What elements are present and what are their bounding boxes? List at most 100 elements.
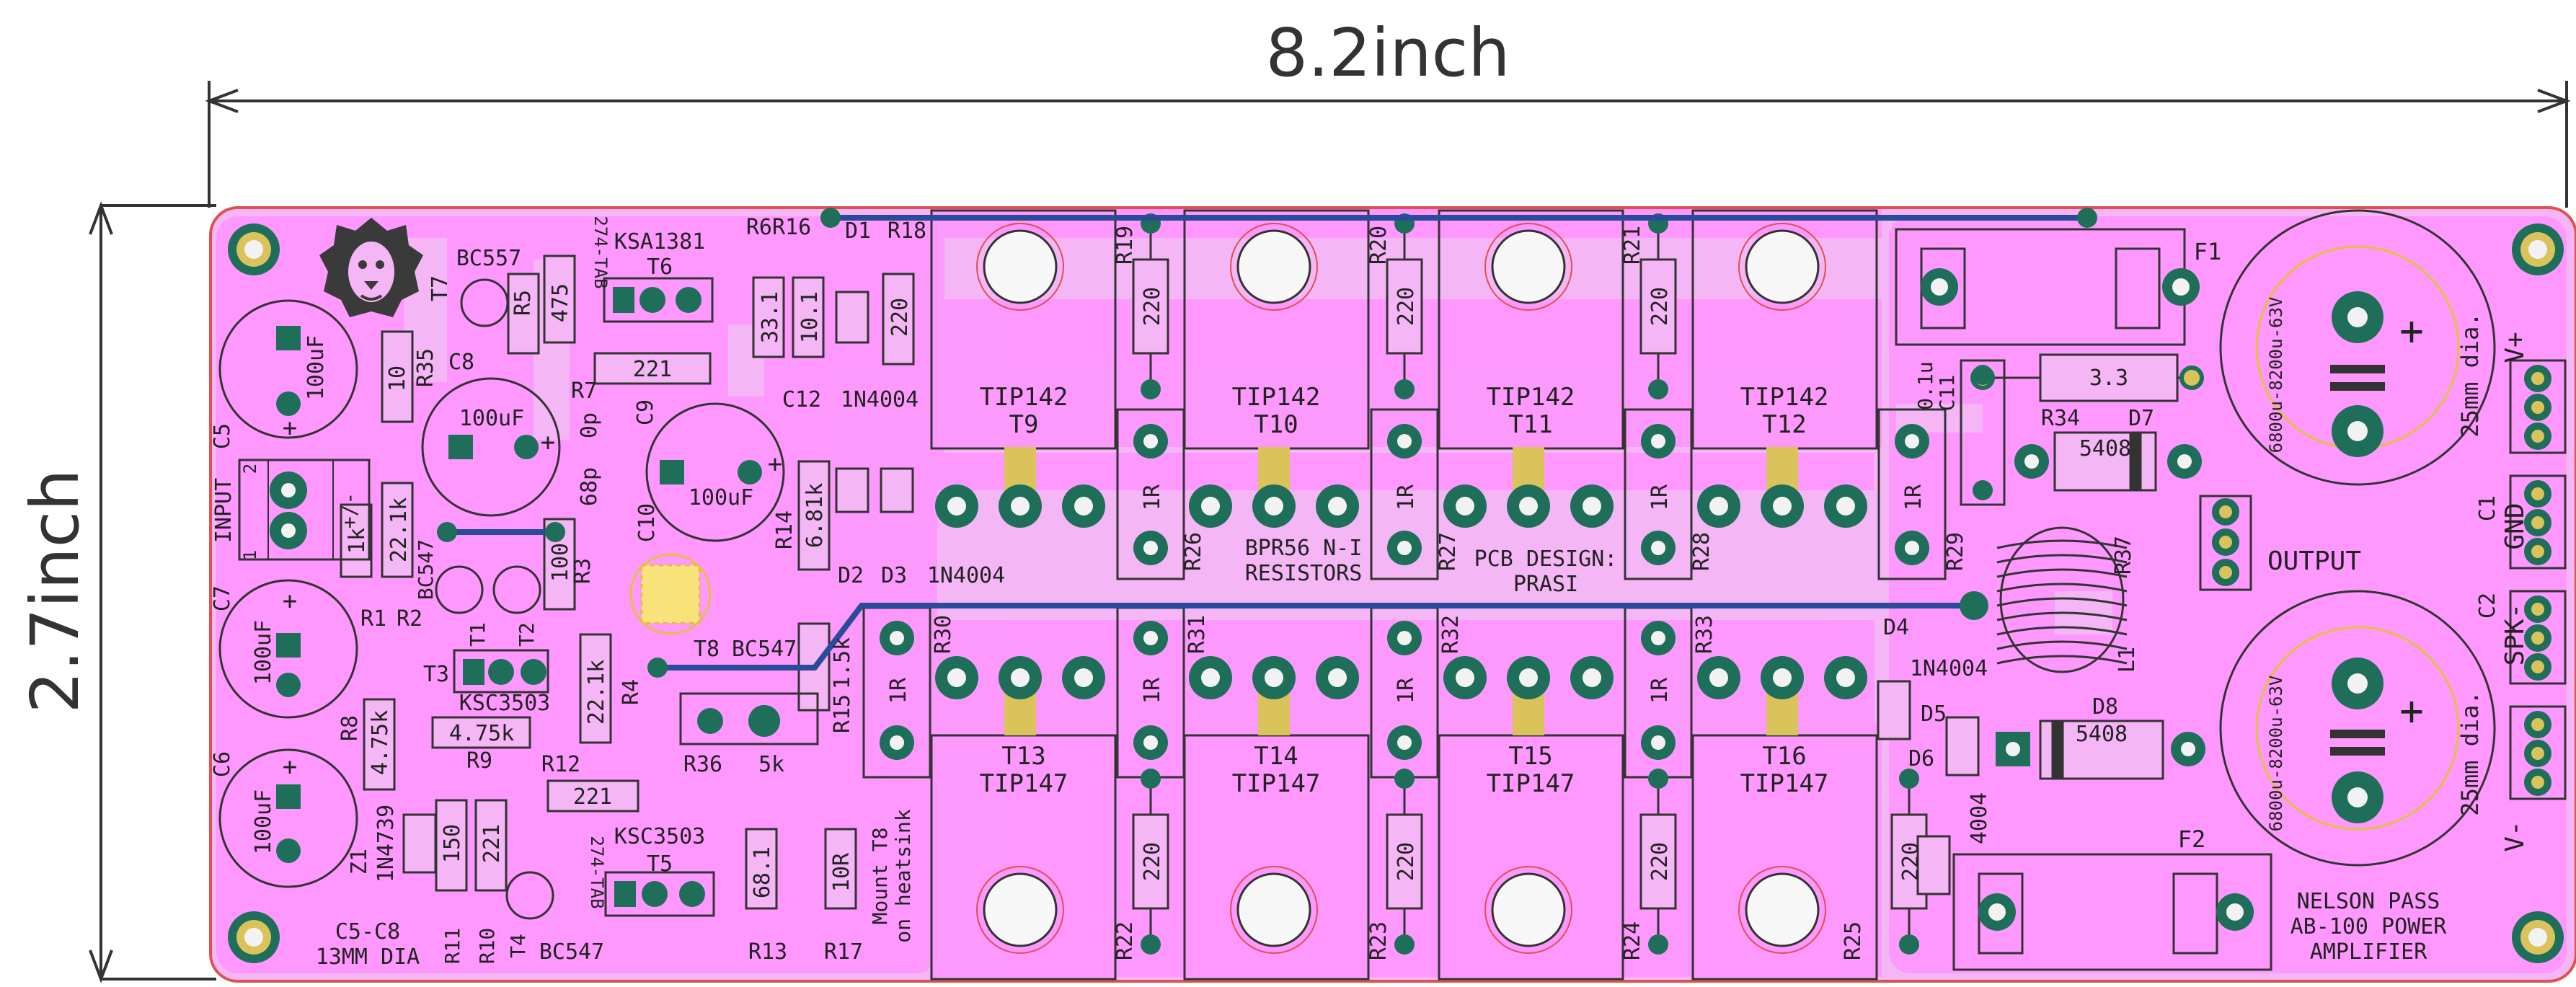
label-t10: T10 bbox=[1254, 410, 1298, 439]
value-r23: 220 bbox=[1394, 842, 1419, 881]
transistor-t14-pads bbox=[1189, 656, 1359, 735]
label-tip142-t11: TIP142 bbox=[1487, 383, 1575, 412]
ref-r32: R32 bbox=[1438, 615, 1464, 654]
value-d7: 5408 bbox=[2079, 436, 2131, 461]
label-c7: C7 bbox=[210, 585, 235, 611]
value-c8: 100uF bbox=[459, 406, 524, 431]
ref-r25: R25 bbox=[1841, 921, 1866, 960]
label-c2-rating: 6800u-8200u-63V bbox=[2266, 676, 2286, 832]
value-r11: 150 bbox=[440, 824, 465, 863]
label-r13: R13 bbox=[748, 939, 787, 965]
small-cap-pads bbox=[276, 326, 762, 863]
silkscreen-text: TIP142 T9 TIP142 T10 TIP142 T11 TIP142 T… bbox=[210, 215, 2530, 970]
value-c7: 100uF bbox=[251, 620, 276, 685]
value-c10: 68p bbox=[577, 467, 602, 506]
label-r37: R37 bbox=[2111, 536, 2136, 575]
label-t9: T9 bbox=[1009, 410, 1039, 439]
value-r30: 1R bbox=[886, 677, 911, 704]
mounting-hole-bottom-right bbox=[2512, 911, 2564, 963]
label-tip147-t14: TIP147 bbox=[1232, 769, 1321, 798]
ref-r33: R33 bbox=[1692, 615, 1717, 654]
value-d8: 5408 bbox=[2076, 722, 2128, 747]
label-vplus: V+ bbox=[2500, 332, 2530, 363]
label-c10: C10 bbox=[634, 503, 660, 542]
rectifier-pads bbox=[1996, 444, 2205, 766]
mounting-holes bbox=[228, 223, 2564, 963]
ref-r23: R23 bbox=[1366, 921, 1391, 960]
label-z1: Z1 bbox=[347, 849, 372, 875]
label-t8-bc547: T8 bbox=[694, 637, 720, 662]
mounting-hole-top-left bbox=[228, 223, 280, 275]
label-t14: T14 bbox=[1254, 742, 1298, 771]
label-d8: D8 bbox=[2092, 694, 2118, 720]
ref-r24: R24 bbox=[1620, 921, 1645, 960]
resistor-r34 bbox=[1970, 353, 2204, 402]
value-r32: 1R bbox=[1394, 677, 1419, 704]
to92-transistors bbox=[435, 278, 554, 920]
power-terminal-blocks bbox=[2199, 359, 2567, 800]
transistor-t10-pads bbox=[1189, 447, 1359, 528]
ref-r22: R22 bbox=[1112, 921, 1138, 960]
label-c1-dia: 25mm dia. bbox=[2456, 312, 2484, 437]
label-f2: F2 bbox=[2178, 826, 2206, 853]
label-c1: C1 bbox=[2475, 495, 2500, 521]
value-r16: 10.1 bbox=[797, 291, 823, 343]
label-plus-c8: + bbox=[541, 428, 555, 457]
label-ksc3503-b: KSC3503 bbox=[614, 824, 705, 849]
signal-resistors bbox=[340, 255, 915, 910]
value-r17: 10R bbox=[829, 852, 854, 892]
label-input-pm: +/- bbox=[337, 492, 361, 529]
label-c8: C8 bbox=[448, 350, 474, 375]
label-output: OUTPUT bbox=[2267, 546, 2361, 576]
label-c1-rating: 6800u-8200u-63V bbox=[2266, 297, 2286, 453]
value-r1: 1k bbox=[345, 528, 370, 554]
height-dimension-label: 2.7inch bbox=[17, 469, 94, 713]
label-bc547-b: BC547 bbox=[732, 637, 797, 662]
label-input-1: 1 bbox=[240, 550, 260, 560]
value-z1: 1N4739 bbox=[373, 805, 399, 882]
label-plus-c5: + bbox=[283, 414, 297, 443]
label-input-2: 2 bbox=[240, 464, 260, 474]
label-d3: D3 bbox=[881, 563, 907, 588]
value-r26: 1R bbox=[1140, 484, 1165, 510]
value-r14: 6.81k bbox=[802, 483, 828, 548]
value-c9: 0p bbox=[577, 412, 602, 438]
label-ksc3503-a: KSC3503 bbox=[459, 691, 550, 716]
height-dimension: 2.7inch bbox=[17, 201, 216, 983]
value-c6: 100uF bbox=[251, 789, 276, 854]
label-t12: T12 bbox=[1762, 410, 1806, 439]
label-1n4004-c: 1N4004 bbox=[1910, 656, 1988, 681]
label-274tab-b: 274-TAB bbox=[587, 836, 607, 908]
mounting-hole-bottom-left bbox=[228, 911, 280, 963]
small-electrolytic-caps bbox=[218, 299, 785, 888]
label-d5: D5 bbox=[1921, 701, 1947, 727]
label-r14: R14 bbox=[772, 510, 797, 549]
label-r1r2: R1 bbox=[360, 606, 386, 632]
label-t13: T13 bbox=[1001, 742, 1045, 771]
label-r6r16: R6R16 bbox=[746, 215, 811, 240]
heatsink-hole-rings bbox=[976, 223, 1826, 954]
label-c6: C6 bbox=[210, 751, 235, 777]
emitter-resistors-top bbox=[1132, 223, 1677, 389]
value-c12: 100uF bbox=[689, 485, 753, 510]
label-plus-c2: + bbox=[2399, 688, 2424, 735]
value-r24: 220 bbox=[1647, 842, 1673, 881]
small-diodes bbox=[402, 291, 1980, 895]
label-13mm-dia: 13MM DIA bbox=[316, 944, 420, 970]
ref-r29: R29 bbox=[1943, 532, 1968, 571]
value-r31: 1R bbox=[1140, 677, 1165, 704]
transistor-t11-pads bbox=[1443, 447, 1614, 528]
mounting-hole-top-right bbox=[2512, 223, 2564, 275]
label-t1: T1 bbox=[466, 622, 490, 647]
value-c11: 0.1u bbox=[1913, 361, 1937, 410]
ref-r28: R28 bbox=[1689, 532, 1714, 571]
trimmer-r36 bbox=[679, 692, 819, 745]
label-f1: F1 bbox=[2194, 238, 2222, 265]
label-r7: R7 bbox=[571, 379, 597, 404]
label-plus-c1: + bbox=[2399, 308, 2424, 355]
label-d4: D4 bbox=[1883, 615, 1909, 640]
label-r9: R9 bbox=[466, 748, 492, 774]
label-l1: L1 bbox=[2115, 647, 2140, 673]
label-d2: D2 bbox=[838, 563, 864, 588]
